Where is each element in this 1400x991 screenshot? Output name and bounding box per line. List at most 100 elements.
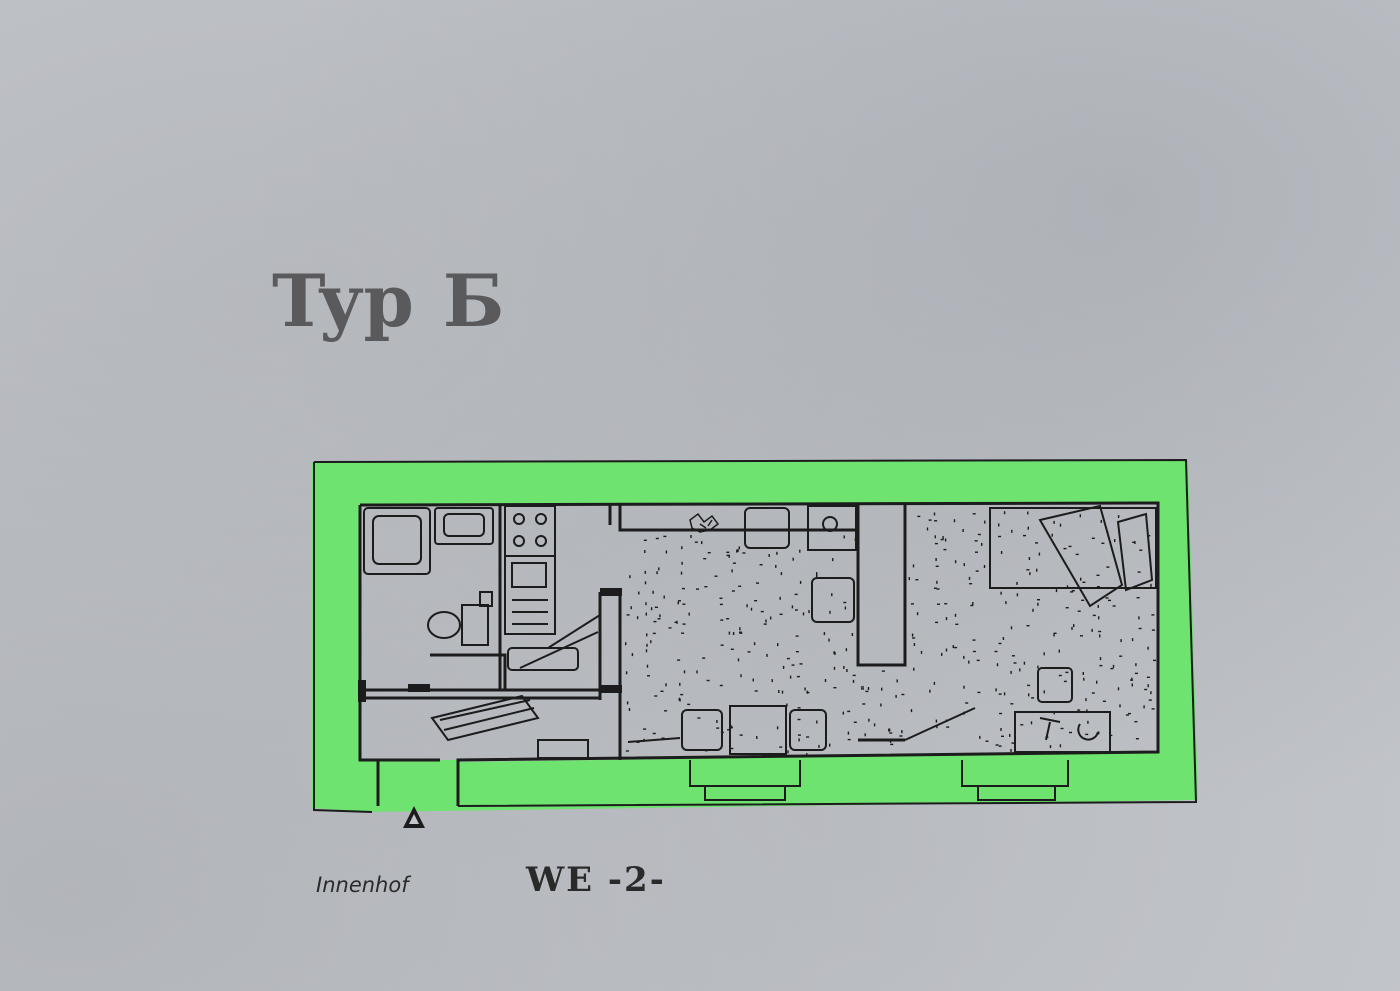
floor-speck: [1147, 535, 1151, 537]
floor-speck: [860, 686, 864, 688]
floor-speck: [663, 535, 667, 538]
floor-speck: [926, 527, 929, 531]
floor-speck: [791, 664, 795, 666]
floor-speck: [1151, 629, 1155, 631]
floor-speck: [972, 639, 976, 641]
floor-speck: [1137, 571, 1141, 573]
floor-speck: [1070, 591, 1074, 593]
floor-speck: [638, 591, 640, 595]
floor-speck: [808, 610, 810, 614]
floor-speck: [972, 513, 976, 515]
floor-speck: [890, 743, 894, 746]
floor-speck: [1000, 728, 1002, 731]
floor-speck: [701, 541, 703, 545]
floor-speck: [901, 693, 905, 696]
unit-label: WE -2-: [526, 860, 666, 900]
floor-speck: [943, 548, 947, 551]
floor-speck: [697, 717, 701, 719]
floor-speck: [847, 731, 850, 735]
floor-speck: [726, 618, 730, 620]
floor-speck: [969, 583, 973, 585]
floor-speck: [681, 632, 685, 634]
floor-speck: [994, 650, 998, 653]
floor-speck: [737, 549, 739, 553]
floor-speck: [659, 614, 661, 618]
floor-speck: [1083, 677, 1085, 681]
floor-speck: [652, 590, 654, 594]
floor-speck: [1091, 537, 1095, 539]
floor-speck: [935, 558, 937, 561]
floor-speck: [816, 572, 818, 576]
floor-speck: [843, 601, 847, 604]
floor-speck: [880, 703, 882, 707]
floor-speck: [895, 694, 897, 698]
floor-speck: [775, 564, 777, 568]
floor-speck: [1099, 657, 1102, 661]
floor-speck: [1035, 542, 1038, 544]
floor-speck: [683, 670, 686, 674]
floor-speck: [646, 664, 649, 668]
outer-wall-line: [313, 458, 1198, 813]
floor-speck: [781, 690, 784, 694]
floor-speck: [625, 750, 629, 752]
entrance-arrow-icon: [403, 806, 425, 828]
floor-speck: [732, 562, 736, 564]
desk-icon: [1014, 711, 1111, 753]
wall-ticks: [358, 588, 622, 702]
floor-speck: [739, 632, 743, 634]
floor-speck: [868, 718, 870, 722]
floor-speck: [786, 703, 788, 707]
floor-speck: [1098, 616, 1100, 620]
floor-speck: [1036, 568, 1038, 572]
floor-speck: [625, 642, 627, 646]
floor-speck: [795, 651, 799, 653]
floor-speck: [1023, 534, 1026, 537]
floor-speck: [779, 613, 783, 615]
floor-speck: [1151, 708, 1155, 710]
floor-speck: [625, 671, 628, 675]
floor-speck: [776, 726, 779, 730]
floor-speck: [1071, 590, 1075, 592]
floor-speck: [1011, 529, 1013, 533]
floor-speck: [736, 549, 738, 553]
stove-icon: [504, 505, 556, 557]
floor-speck: [726, 551, 730, 553]
floor-speck: [833, 666, 836, 670]
floor-speck: [970, 604, 974, 607]
floor-speck: [935, 719, 938, 723]
floor-speck: [913, 643, 916, 646]
floor-speck: [1082, 581, 1086, 583]
floor-speck: [1099, 634, 1101, 638]
floor-speck: [1010, 626, 1013, 630]
floor-speck: [946, 726, 950, 728]
floor-speck: [1109, 541, 1112, 544]
floor-speck: [719, 597, 723, 599]
floor-speck: [912, 637, 916, 639]
floor-speck: [1096, 574, 1100, 576]
floor-speck: [663, 595, 665, 599]
floor-speck: [1144, 688, 1148, 691]
floor-speck: [1068, 545, 1072, 548]
floor-speck: [1053, 520, 1055, 524]
floor-speck: [628, 708, 631, 711]
floor-speck: [681, 546, 683, 550]
floor-speck: [656, 571, 658, 575]
floor-speck: [677, 659, 681, 661]
floor-speck: [655, 537, 659, 540]
floor-speck: [1091, 692, 1095, 694]
floor-speck: [731, 590, 735, 592]
floor-speck: [779, 746, 783, 748]
unit-highlight: [312, 460, 1198, 812]
floor-speck: [716, 727, 720, 729]
floor-speck: [984, 520, 986, 524]
floor-speck: [977, 691, 981, 694]
floor-speck: [1110, 667, 1114, 670]
floor-speck: [780, 572, 783, 576]
floor-speck: [965, 702, 969, 704]
floor-speck: [1066, 585, 1069, 589]
floor-speck: [1063, 680, 1067, 683]
floor-speck: [720, 619, 724, 621]
floor-speck: [658, 567, 660, 571]
floor-speck: [1096, 586, 1100, 588]
floor-speck: [936, 588, 940, 590]
